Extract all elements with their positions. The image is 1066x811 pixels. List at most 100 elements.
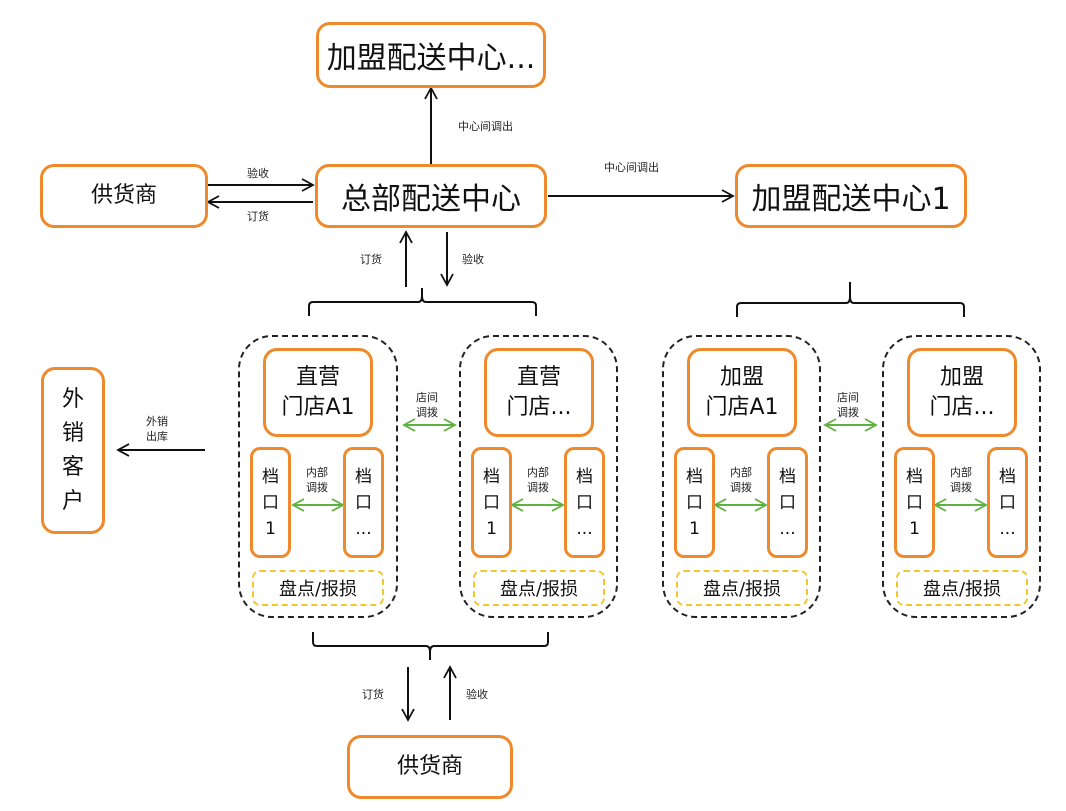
inventory-check-box: 盘点/报损 [252, 570, 384, 606]
inventory-check-box: 盘点/报损 [896, 570, 1028, 606]
stall-char: 档 [686, 466, 703, 487]
franchise-center-more-node: 加盟配送中心... [316, 22, 546, 88]
store-title-line2: 门店A1 [281, 394, 355, 420]
label-hq-to-stores: 验收 [462, 253, 484, 266]
store-title-line2: 门店... [506, 394, 572, 420]
label-hq-to-franchise-1: 中心间调出 [604, 161, 659, 174]
stall-char: ... [576, 518, 593, 539]
label-store-transfer-line: 店间 [837, 391, 859, 404]
stall-n-node: 档口... [987, 447, 1028, 558]
supplier-bottom-node: 供货商 [347, 735, 513, 799]
label-supplier-to-hq: 验收 [247, 167, 269, 180]
label-internal-transfer-line: 内部 [306, 466, 328, 479]
label-internal-transfer-line: 调拨 [306, 481, 328, 494]
store-node: 加盟门店... [907, 348, 1017, 437]
label-store-transfer-line: 调拨 [837, 406, 859, 419]
label-stores-to-hq: 订货 [360, 253, 382, 266]
label-internal-transfer-line: 内部 [527, 466, 549, 479]
store-group [238, 335, 398, 618]
label-hq-to-supplier: 订货 [247, 210, 269, 223]
inventory-check-box: 盘点/报损 [473, 570, 605, 606]
stall-char: 口 [906, 492, 923, 513]
stall-n-node: 档口... [767, 447, 808, 558]
brace-direct-stores-top [308, 288, 537, 316]
label-internal-transfer: 内部调拨 [730, 465, 752, 495]
label-internal-transfer-line: 调拨 [527, 481, 549, 494]
inventory-check-label: 盘点/报损 [922, 579, 1002, 600]
label-internal-transfer: 内部调拨 [950, 465, 972, 495]
stall-char: 口 [262, 492, 279, 513]
supplier-top-label: 供货商 [90, 183, 157, 208]
franchise-center-1-label: 加盟配送中心1 [751, 182, 951, 217]
inventory-check-label: 盘点/报损 [278, 579, 358, 600]
stall-char: 档 [576, 466, 593, 487]
stall-char: ... [355, 518, 372, 539]
hq-center-label: 总部配送中心 [341, 182, 521, 217]
franchise-center-more-label: 加盟配送中心... [326, 41, 536, 76]
label-store-transfer-line: 调拨 [416, 406, 438, 419]
stall-char: 口 [576, 492, 593, 513]
external-customer-char: 户 [61, 488, 84, 514]
stall-char: 1 [486, 518, 497, 539]
brace-franchise-stores-top [736, 282, 965, 317]
stall-char: 1 [265, 518, 276, 539]
store-node: 加盟门店A1 [687, 348, 797, 437]
inventory-check-label: 盘点/报损 [499, 579, 579, 600]
stall-1-node: 档口 1 [471, 447, 512, 558]
store-group [882, 335, 1041, 618]
label-external-sale-line: 外销 [146, 415, 168, 428]
stall-char: 1 [689, 518, 700, 539]
inventory-check-label: 盘点/报损 [702, 579, 782, 600]
label-external-sale: 外销 出库 [146, 414, 168, 444]
store-title-line1: 加盟 [719, 364, 764, 390]
stall-char: 口 [355, 492, 372, 513]
stall-char: 口 [483, 492, 500, 513]
stall-char: 档 [483, 466, 500, 487]
stall-char: 1 [909, 518, 920, 539]
store-group [662, 335, 821, 618]
supplier-top-node: 供货商 [40, 164, 208, 228]
store-title-line1: 直营 [295, 364, 340, 390]
supplier-bottom-label: 供货商 [396, 754, 463, 779]
stall-n-node: 档口... [564, 447, 605, 558]
franchise-center-1-node: 加盟配送中心1 [735, 164, 967, 228]
store-node: 直营门店A1 [263, 348, 373, 437]
label-internal-transfer-line: 调拨 [730, 481, 752, 494]
label-external-sale-line: 出库 [146, 430, 168, 443]
stall-char: ... [999, 518, 1016, 539]
store-title-line1: 直营 [516, 364, 561, 390]
label-internal-transfer-line: 调拨 [950, 481, 972, 494]
stall-char: 档 [262, 466, 279, 487]
stall-char: 口 [999, 492, 1016, 513]
stall-char: ... [779, 518, 796, 539]
stall-n-node: 档口... [343, 447, 384, 558]
stall-char: 档 [779, 466, 796, 487]
stall-1-node: 档口 1 [894, 447, 935, 558]
external-customer-char: 客 [61, 454, 84, 480]
label-supplier-to-stores: 验收 [466, 688, 488, 701]
label-hq-to-franchise-more: 中心间调出 [458, 120, 513, 133]
store-title-line1: 加盟 [939, 364, 984, 390]
stall-char: 档 [355, 466, 372, 487]
store-group [459, 335, 618, 618]
stall-1-node: 档口 1 [250, 447, 291, 558]
store-node: 直营门店... [484, 348, 594, 437]
label-internal-transfer-line: 内部 [730, 466, 752, 479]
brace-direct-stores-bottom [312, 632, 549, 660]
external-customer-char: 外 [61, 386, 84, 412]
external-customer-node: 外 销 客 户 [41, 367, 105, 534]
store-title-line2: 门店A1 [705, 394, 779, 420]
label-internal-transfer: 内部调拨 [527, 465, 549, 495]
label-store-transfer-line: 店间 [416, 391, 438, 404]
stall-1-node: 档口 1 [674, 447, 715, 558]
hq-center-node: 总部配送中心 [315, 164, 547, 228]
label-store-transfer-direct: 店间 调拨 [416, 390, 438, 420]
label-internal-transfer-line: 内部 [950, 466, 972, 479]
inventory-check-box: 盘点/报损 [676, 570, 808, 606]
stall-char: 口 [686, 492, 703, 513]
stall-char: 口 [779, 492, 796, 513]
store-title-line2: 门店... [929, 394, 995, 420]
stall-char: 档 [906, 466, 923, 487]
label-store-transfer-franchise: 店间 调拨 [837, 390, 859, 420]
